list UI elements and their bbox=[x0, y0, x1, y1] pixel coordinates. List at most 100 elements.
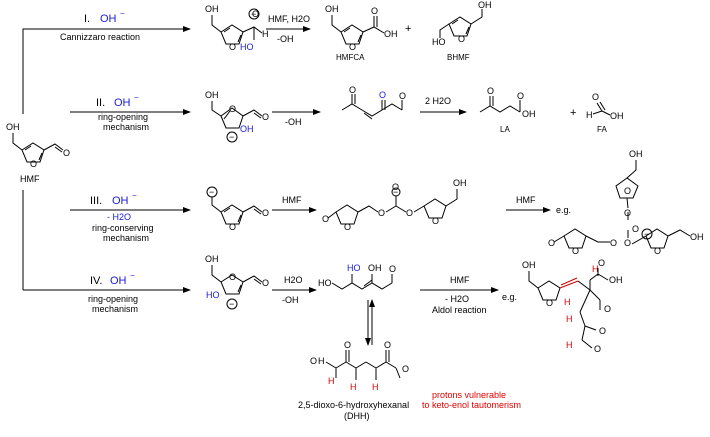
svg-text:−: − bbox=[229, 132, 234, 142]
svg-text:OH: OH bbox=[453, 178, 467, 188]
svg-text:O: O bbox=[384, 340, 391, 350]
pathway4-subtitle1: ring-opening bbox=[88, 294, 138, 304]
svg-text:O: O bbox=[487, 86, 494, 96]
pathway4-arrow2-mid: - H2O bbox=[445, 294, 469, 304]
pathway1-subtitle: Cannizzaro reaction bbox=[60, 32, 140, 42]
pathway4-intermediate: OH O HO O − bbox=[205, 254, 269, 310]
svg-text:HO: HO bbox=[347, 263, 361, 273]
svg-text:O: O bbox=[594, 344, 601, 354]
svg-text:H: H bbox=[328, 376, 335, 386]
pathway3-dimer: O O O − O O O OH bbox=[322, 178, 467, 232]
svg-text:−: − bbox=[120, 9, 125, 18]
svg-text:−: − bbox=[209, 187, 214, 197]
svg-text:O: O bbox=[229, 222, 236, 232]
svg-text:OH: OH bbox=[609, 275, 623, 285]
pathway4-subtitle2: mechanism bbox=[92, 304, 138, 314]
svg-text:O: O bbox=[344, 222, 351, 232]
pathway2-subtitle2: mechanism bbox=[103, 122, 149, 132]
pathway3-numeral: III. bbox=[90, 195, 102, 207]
note-line2: to keto-enol tautomerism bbox=[422, 400, 521, 410]
svg-text:−: − bbox=[251, 9, 256, 19]
svg-text:HO: HO bbox=[432, 37, 446, 47]
pathway2-product2: FA bbox=[597, 125, 607, 134]
svg-text:H: H bbox=[372, 382, 379, 392]
svg-text:OH: OH bbox=[522, 260, 536, 270]
pathway3-subtitle1: ring-conserving bbox=[92, 223, 154, 233]
svg-text:H: H bbox=[592, 264, 599, 274]
svg-text:HO: HO bbox=[318, 278, 332, 288]
pathway3-subtitle2: mechanism bbox=[103, 233, 149, 243]
svg-text:OH: OH bbox=[384, 29, 398, 39]
pathway2-dione: O O O bbox=[341, 85, 406, 120]
svg-text:O: O bbox=[30, 159, 37, 169]
pathway1-product1: HMFCA bbox=[336, 53, 365, 62]
pathway4-aldol-product: OH O H OH O O H H O H O bbox=[522, 258, 623, 354]
pathway3-intermediate: − O O bbox=[206, 186, 269, 232]
svg-text:O: O bbox=[229, 104, 236, 114]
hmfca-structure: OH O O OH bbox=[325, 4, 398, 52]
svg-text:O: O bbox=[654, 246, 661, 256]
pathway4-arrow1-top: H2O bbox=[284, 275, 303, 285]
pathway4-numeral: IV. bbox=[90, 275, 102, 287]
svg-text:O: O bbox=[598, 258, 605, 268]
svg-text:O: O bbox=[262, 278, 269, 288]
svg-text:O: O bbox=[378, 208, 385, 218]
pathway1-product2: BHMF bbox=[447, 53, 470, 62]
pathway2-product1: LA bbox=[500, 125, 510, 134]
svg-text:O: O bbox=[624, 238, 631, 248]
svg-text:O: O bbox=[517, 91, 524, 101]
svg-text:O: O bbox=[632, 224, 639, 234]
svg-text:OH: OH bbox=[690, 232, 704, 242]
svg-text:−: − bbox=[644, 229, 649, 239]
svg-text:O: O bbox=[548, 238, 555, 248]
pathway1-numeral: I. bbox=[84, 13, 90, 25]
svg-text:O: O bbox=[252, 9, 259, 19]
pathway2-reagent: OH bbox=[114, 97, 131, 109]
pathway4-arrow2-bottom: Aldol reaction bbox=[432, 305, 487, 315]
svg-text:OH: OH bbox=[629, 149, 643, 159]
svg-text:−: − bbox=[134, 93, 139, 102]
pathway3-arrow2-top: HMF bbox=[516, 195, 536, 205]
svg-text:O: O bbox=[406, 208, 413, 218]
svg-text:O: O bbox=[572, 246, 579, 256]
svg-text:O: O bbox=[399, 91, 406, 101]
svg-text:O: O bbox=[546, 298, 553, 308]
svg-text:O: O bbox=[392, 182, 399, 192]
svg-text:−: − bbox=[130, 271, 135, 280]
svg-text:O: O bbox=[322, 214, 329, 224]
svg-text:HO: HO bbox=[206, 290, 220, 300]
pathway1-arrow-bottom: -OH bbox=[277, 34, 294, 44]
svg-text:O: O bbox=[349, 85, 356, 95]
pathway1-reagent: OH bbox=[100, 13, 117, 25]
svg-text:O: O bbox=[229, 42, 236, 52]
fa-structure: O H OH bbox=[586, 92, 624, 121]
svg-text:OH: OH bbox=[478, 0, 492, 10]
svg-text:OH: OH bbox=[205, 254, 219, 264]
svg-text:OH: OH bbox=[205, 90, 219, 100]
dhh-structure: O H H O H H O O bbox=[310, 340, 409, 392]
svg-text:−: − bbox=[393, 187, 398, 197]
pathway4-arrow2-top: HMF bbox=[450, 275, 470, 285]
dhh-abbr: (DHH) bbox=[344, 411, 370, 421]
svg-text:H: H bbox=[566, 314, 573, 324]
pathway1-arrow-top: HMF, H2O bbox=[268, 14, 310, 24]
svg-text:O: O bbox=[389, 264, 396, 274]
dhh-name: 2,5-dioxo-6-hydroxyhexanal bbox=[298, 400, 409, 410]
pathway2-subtitle1: ring-opening bbox=[98, 112, 148, 122]
pathway2-intermediate: OH O O OH − bbox=[205, 90, 269, 143]
svg-text:−: − bbox=[229, 299, 234, 309]
svg-text:O: O bbox=[604, 304, 611, 314]
svg-text:O: O bbox=[262, 208, 269, 218]
svg-text:O: O bbox=[310, 356, 317, 366]
svg-text:O: O bbox=[610, 238, 617, 248]
la-structure: O O OH bbox=[479, 86, 536, 119]
pathway3-reagent: OH bbox=[112, 195, 129, 207]
note-line1: protons vulnerable bbox=[432, 390, 506, 400]
svg-text:O: O bbox=[592, 92, 599, 102]
bhmf-structure: HO O OH bbox=[432, 0, 492, 47]
hmf-structure: OH O O HMF bbox=[6, 122, 70, 184]
svg-text:H: H bbox=[566, 340, 573, 350]
pathway2-plus: + bbox=[570, 107, 576, 119]
pathway3-eg: e.g. bbox=[556, 205, 571, 215]
svg-text:O: O bbox=[599, 326, 606, 336]
